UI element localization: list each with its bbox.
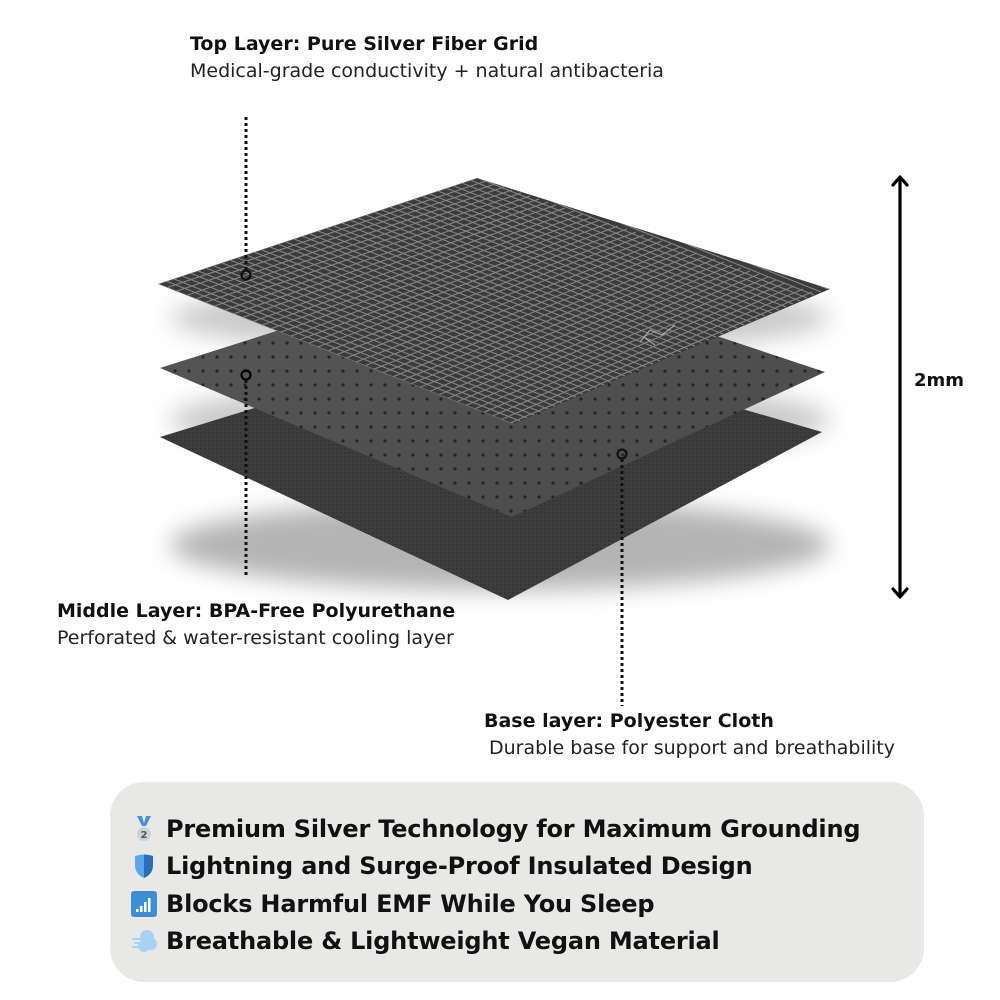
top-layer-sheet	[158, 178, 830, 424]
feature-item: 2 Premium Silver Technology for Maximum …	[130, 810, 924, 848]
second-place-medal-icon: 2	[130, 815, 158, 843]
top-layer-description: Medical-grade conductivity + natural ant…	[190, 60, 664, 82]
feature-text: Premium Silver Technology for Maximum Gr…	[166, 814, 861, 843]
top-layer-marker	[240, 269, 252, 281]
arrow-up-icon	[891, 175, 909, 187]
svg-text:2: 2	[141, 830, 148, 841]
feature-text: Blocks Harmful EMF While You Sleep	[166, 889, 655, 918]
base-layer-marker	[616, 448, 628, 460]
thickness-dimension-arrow	[891, 175, 909, 599]
base-layer-label: Base layer: Polyester Cloth Durable base…	[484, 708, 895, 762]
feature-item: Blocks Harmful EMF While You Sleep	[130, 885, 924, 923]
middle-layer-title: Middle Layer: BPA-Free Polyurethane	[57, 600, 456, 622]
top-layer-title: Top Layer: Pure Silver Fiber Grid	[190, 33, 539, 55]
shield-icon	[130, 852, 158, 880]
feature-item: Lightning and Surge-Proof Insulated Desi…	[130, 848, 924, 886]
middle-layer-description: Perforated & water-resistant cooling lay…	[57, 627, 454, 649]
leader-markers	[240, 269, 628, 460]
feature-item: Breathable & Lightweight Vegan Material	[130, 923, 924, 961]
top-layer-label: Top Layer: Pure Silver Fiber Grid Medica…	[190, 31, 664, 85]
wind-puff-icon	[130, 927, 158, 955]
feature-text: Lightning and Surge-Proof Insulated Desi…	[166, 852, 753, 881]
middle-layer-marker	[240, 369, 252, 381]
features-panel: 2 Premium Silver Technology for Maximum …	[110, 782, 924, 982]
features-list: 2 Premium Silver Technology for Maximum …	[110, 782, 924, 960]
middle-layer-label: Middle Layer: BPA-Free Polyurethane Perf…	[57, 598, 455, 652]
leader-lines	[244, 117, 624, 706]
thickness-label: 2mm	[914, 370, 965, 391]
base-layer-title: Base layer: Polyester Cloth	[484, 710, 774, 732]
signal-bars-icon	[130, 890, 158, 918]
base-layer-description: Durable base for support and breathabili…	[489, 737, 895, 759]
feature-text: Breathable & Lightweight Vegan Material	[166, 927, 720, 956]
arrow-down-icon	[891, 587, 909, 599]
